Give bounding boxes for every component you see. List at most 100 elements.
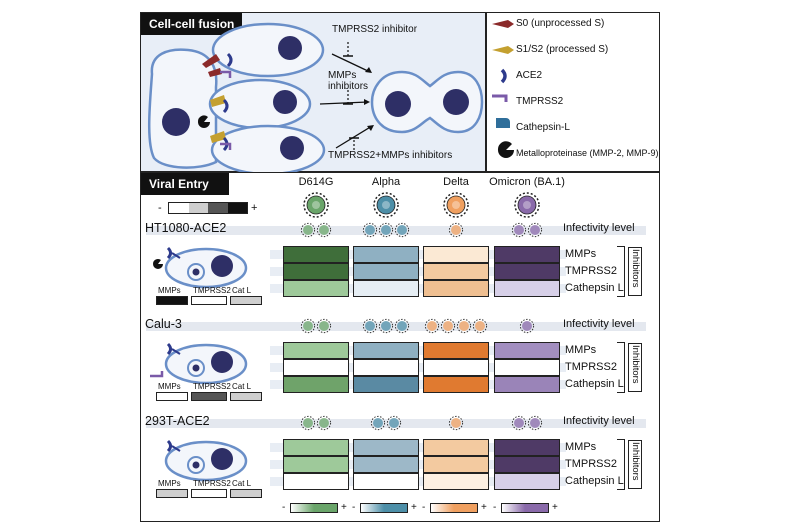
marker-box-2-0 xyxy=(156,489,188,498)
infectivity-virus-1-1-2 xyxy=(394,318,410,334)
inhibitors-box-1 xyxy=(628,343,642,392)
inhibitor-cell-2-2-0 xyxy=(423,439,489,456)
bottom-scale-minus-2: - xyxy=(422,502,426,513)
infectivity-virus-0-3-0 xyxy=(511,222,527,238)
variant-virus-icon-2 xyxy=(443,192,469,218)
s0-spike xyxy=(202,54,220,68)
marker-box-0-0 xyxy=(156,296,188,305)
bottom-scale-minus-0: - xyxy=(282,502,286,513)
marker-box-1-2 xyxy=(230,392,262,401)
cell-line-name-1: Calu-3 xyxy=(145,317,182,331)
variant-name-3: Omicron (BA.1) xyxy=(489,176,565,188)
infectivity-label-1: Infectivity level xyxy=(563,318,635,330)
cell-line-name-2: 293T-ACE2 xyxy=(145,414,210,428)
marker-label-0-2: Cat L xyxy=(232,286,252,295)
inhibitor-cell-0-2-0 xyxy=(423,246,489,263)
mmps-inhibitors-label-2: inhibitors xyxy=(328,81,369,92)
inhibitor-cell-1-2-0 xyxy=(423,342,489,359)
infectivity-virus-0-3-1 xyxy=(527,222,543,238)
inhibitor-cell-2-2-2 xyxy=(423,473,489,490)
inhibitor-cell-0-0-2 xyxy=(283,280,349,297)
inhibitor-cell-2-3-2 xyxy=(494,473,560,490)
combo-inhibitors-label: TMPRSS2+MMPs inhibitors xyxy=(328,150,453,161)
cell-illustration-1 xyxy=(150,342,248,385)
grayscale-scale xyxy=(168,202,248,214)
inhibitor-cell-1-1-2 xyxy=(353,376,419,393)
legend-icons xyxy=(492,20,514,158)
bottom-scale-minus-1: - xyxy=(352,502,356,513)
tmprss2-icon xyxy=(492,94,508,102)
bottom-scale-plus-0: + xyxy=(341,502,347,513)
host-cell xyxy=(148,48,218,169)
mmps-inhibitors-label-1: MMPs xyxy=(328,70,357,81)
inhibitor-cell-2-3-0 xyxy=(494,439,560,456)
inhibitors-label-2: Inhibitors xyxy=(630,442,641,481)
variant-name-2: Delta xyxy=(443,176,469,188)
inhibitor-label-2-0: MMPs xyxy=(565,441,597,453)
inhibitor-cell-2-1-2 xyxy=(353,473,419,490)
inhibitor-bracket-1 xyxy=(617,342,625,393)
inhibitor-label-2-1: TMPRSS2 xyxy=(565,458,617,470)
marker-box-1-1 xyxy=(191,392,227,401)
inhibitor-cell-1-3-1 xyxy=(494,359,560,376)
bottom-color-scale-2 xyxy=(430,503,478,513)
s0-spike-icon xyxy=(492,20,514,28)
bottom-color-scale-1 xyxy=(360,503,408,513)
infectivity-bar-0 xyxy=(146,226,646,235)
inhibitor-cell-0-2-2 xyxy=(423,280,489,297)
fusion-title: Cell-cell fusion xyxy=(141,13,243,35)
infectivity-virus-1-0-1 xyxy=(316,318,332,334)
scale-plus: + xyxy=(251,202,258,214)
inhibitor-cell-2-2-1 xyxy=(423,456,489,473)
cell-1 xyxy=(211,22,325,78)
inhibitor-label-1-1: TMPRSS2 xyxy=(565,361,617,373)
inhibitor-cell-2-1-0 xyxy=(353,439,419,456)
marker-label-2-2: Cat L xyxy=(232,479,252,488)
marker-label-1-0: MMPs xyxy=(158,382,181,391)
legend-s0: S0 (unprocessed S) xyxy=(516,18,605,29)
inhibitor-cell-1-2-1 xyxy=(423,359,489,376)
infectivity-virus-0-1-2 xyxy=(394,222,410,238)
cell-illustration-0 xyxy=(153,246,248,289)
inhibitor-cell-0-1-1 xyxy=(353,263,419,280)
inhibitor-cell-0-0-0 xyxy=(283,246,349,263)
fusion-diagram xyxy=(148,22,484,172)
infectivity-virus-2-2-0 xyxy=(448,415,464,431)
inhibitor-label-0-2: Cathepsin L xyxy=(565,282,624,294)
legend-cathepsin-l: Cathepsin-L xyxy=(516,122,570,133)
inhibitor-cell-0-2-1 xyxy=(423,263,489,280)
marker-box-0-1 xyxy=(191,296,227,305)
bottom-color-scale-0 xyxy=(290,503,338,513)
inhibitor-label-0-0: MMPs xyxy=(565,248,597,260)
marker-label-1-2: Cat L xyxy=(232,382,252,391)
legend-s1s2: S1/S2 (processed S) xyxy=(516,44,609,55)
infectivity-label-2: Infectivity level xyxy=(563,415,635,427)
infectivity-virus-0-1-1 xyxy=(378,222,394,238)
marker-box-2-1 xyxy=(191,489,227,498)
variant-virus-icon-0 xyxy=(303,192,329,218)
infectivity-virus-1-2-1 xyxy=(440,318,456,334)
inhibitor-cell-0-1-2 xyxy=(353,280,419,297)
inhibitors-label-1: Inhibitors xyxy=(630,345,641,384)
infectivity-virus-1-1-1 xyxy=(378,318,394,334)
inhibitor-cell-2-1-1 xyxy=(353,456,419,473)
infectivity-virus-1-2-3 xyxy=(472,318,488,334)
cell-illustration-2 xyxy=(164,439,248,482)
fused-cell xyxy=(370,70,484,134)
inhibitor-cell-1-1-0 xyxy=(353,342,419,359)
infectivity-virus-1-0-0 xyxy=(300,318,316,334)
legend-panel xyxy=(486,12,660,172)
infectivity-virus-0-2-0 xyxy=(448,222,464,238)
infectivity-virus-2-3-1 xyxy=(527,415,543,431)
infectivity-label-0: Infectivity level xyxy=(563,222,635,234)
marker-box-1-0 xyxy=(156,392,188,401)
inhibitor-label-1-2: Cathepsin L xyxy=(565,378,624,390)
inhibitor-cell-2-0-0 xyxy=(283,439,349,456)
s1s2-spike xyxy=(210,95,226,107)
inhibitor-cell-2-3-1 xyxy=(494,456,560,473)
infectivity-virus-1-1-0 xyxy=(362,318,378,334)
legend-metalloproteinase: Metalloproteinase (MMP-2, MMP-9) xyxy=(516,148,659,158)
infectivity-virus-2-0-0 xyxy=(300,415,316,431)
variant-virus-icon-3 xyxy=(514,192,540,218)
bottom-scale-plus-2: + xyxy=(481,502,487,513)
